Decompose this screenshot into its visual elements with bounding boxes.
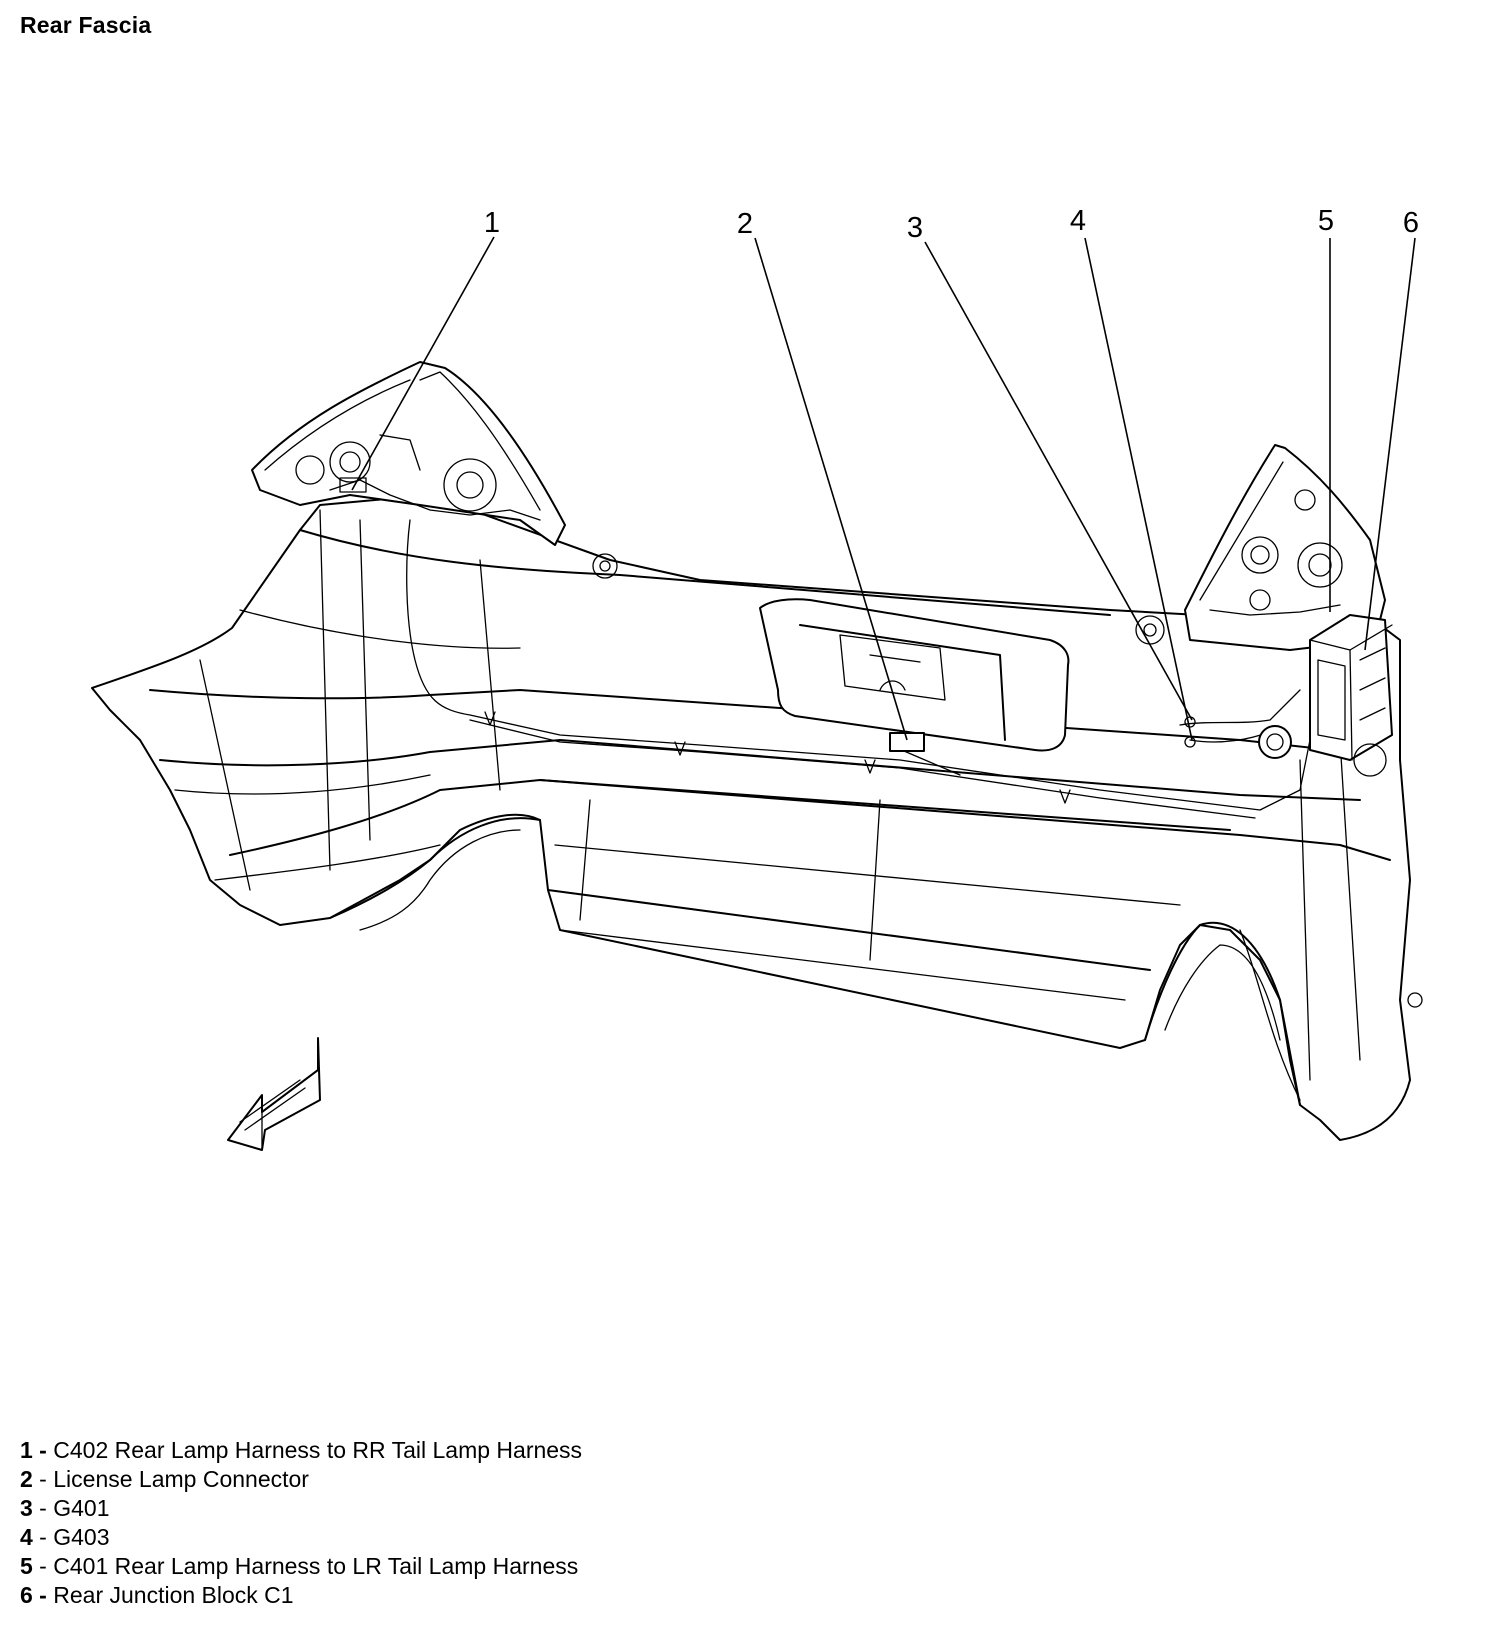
callout-6: 6 <box>1403 207 1419 239</box>
legend-number: 1 <box>20 1437 33 1463</box>
legend-item: 6 - Rear Junction Block C1 <box>20 1581 582 1610</box>
legend-item: 5 - C401 Rear Lamp Harness to LR Tail La… <box>20 1552 582 1581</box>
legend-separator: - <box>32 1495 54 1521</box>
legend-number: 4 <box>20 1524 33 1550</box>
legend-separator: - <box>32 1437 54 1463</box>
legend-separator: - <box>32 1466 54 1492</box>
callout-3: 3 <box>907 212 923 244</box>
lr-tail-lamp <box>1135 444 1423 1008</box>
legend-item: 4 - G403 <box>20 1523 582 1552</box>
license-plate-pocket <box>759 598 1070 752</box>
callout-5: 5 <box>1318 205 1334 237</box>
legend-text: C402 Rear Lamp Harness to RR Tail Lamp H… <box>53 1437 583 1463</box>
callout-2: 2 <box>737 208 753 240</box>
legend-number: 6 <box>20 1582 33 1608</box>
legend-number: 3 <box>20 1495 33 1521</box>
page-title: Rear Fascia <box>20 12 152 38</box>
legend-text: License Lamp Connector <box>53 1466 309 1492</box>
legend-text: G403 <box>53 1524 110 1550</box>
legend-separator: - <box>32 1553 54 1579</box>
legend-number: 2 <box>20 1466 33 1492</box>
callout-leaders <box>351 236 1416 741</box>
legend-separator: - <box>32 1524 54 1550</box>
rr-tail-lamp <box>251 361 618 579</box>
legend-separator: - <box>32 1582 54 1608</box>
legend-text: C401 Rear Lamp Harness to LR Tail Lamp H… <box>53 1553 579 1579</box>
callout-1: 1 <box>484 207 500 239</box>
rear-wiring-harness <box>406 519 1341 819</box>
callout-numbers: 1 2 3 4 5 6 <box>484 205 1419 244</box>
callout-4: 4 <box>1070 205 1086 237</box>
legend-text: G401 <box>53 1495 110 1521</box>
bumper-fascia-body <box>91 494 1411 1141</box>
callout-legend: 1 - C402 Rear Lamp Harness to RR Tail La… <box>20 1436 582 1610</box>
legend-text: Rear Junction Block C1 <box>53 1582 294 1608</box>
legend-item: 1 - C402 Rear Lamp Harness to RR Tail La… <box>20 1436 582 1465</box>
legend-item: 2 - License Lamp Connector <box>20 1465 582 1494</box>
legend-item: 3 - G401 <box>20 1494 582 1523</box>
legend-number: 5 <box>20 1553 33 1579</box>
forward-direction-arrow-icon <box>227 1037 321 1151</box>
